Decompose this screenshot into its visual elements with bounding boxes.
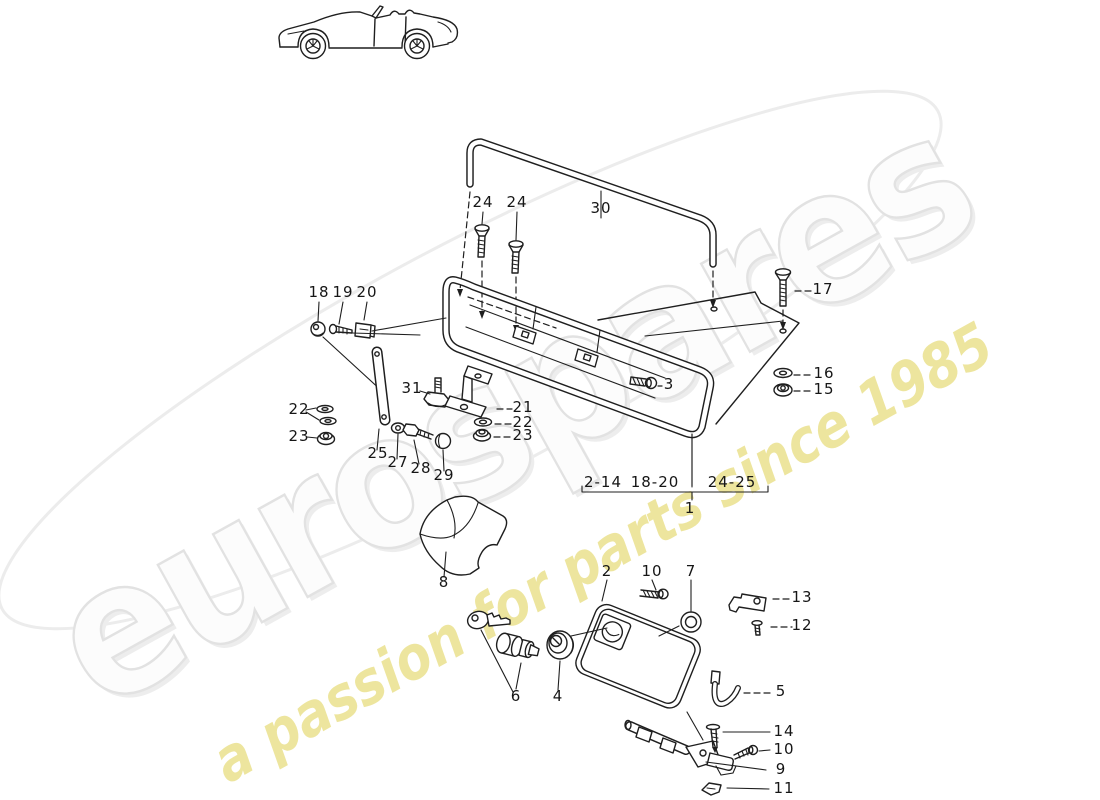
- clip-11: [701, 782, 722, 796]
- key-icon: [466, 610, 511, 630]
- part-label-22: 22: [512, 413, 533, 431]
- part-label-8: 8: [439, 573, 450, 591]
- bolt-31: [423, 377, 450, 408]
- car-icon: [278, 5, 459, 60]
- rear-panel-frame: [442, 276, 715, 439]
- part-label-5: 5: [776, 682, 787, 700]
- part-label-7: 7: [686, 562, 697, 580]
- washer-22-right: [473, 417, 493, 427]
- part-label-14: 14: [773, 722, 794, 740]
- roll-bar: [457, 138, 717, 308]
- screw-19: [328, 323, 353, 335]
- part-label-23: 23: [288, 427, 309, 445]
- part-label-29: 29: [433, 466, 454, 484]
- bolt-28: [402, 423, 434, 440]
- part-label-4: 4: [553, 687, 564, 705]
- part-label-24: 24: [506, 193, 527, 211]
- screw-12: [751, 620, 763, 636]
- part-label-18-20: 18-20: [631, 473, 680, 491]
- part-label-1: 1: [685, 499, 696, 517]
- leader-lid-latch: [686, 711, 704, 741]
- leader-7-lid: [658, 625, 680, 637]
- part-label-18: 18: [308, 283, 329, 301]
- part-label-31: 31: [401, 379, 422, 397]
- nut-23-right: [472, 428, 492, 442]
- screw-3: [629, 376, 658, 390]
- part-label-3: 3: [664, 375, 675, 393]
- part-label-11: 11: [773, 779, 794, 797]
- part-label-19: 19: [332, 283, 353, 301]
- part-label-13: 13: [791, 588, 812, 606]
- screw-14: [705, 723, 721, 753]
- part-label-20: 20: [356, 283, 377, 301]
- cap-nut-18: [310, 321, 326, 337]
- watermark: eurospares eurospares a passion for part…: [0, 72, 1009, 797]
- part-label-28: 28: [410, 459, 431, 477]
- part-label-15: 15: [813, 380, 834, 398]
- bracket-21: [444, 365, 493, 418]
- part-label-24-25: 24-25: [708, 473, 757, 491]
- nut-15: [773, 383, 793, 397]
- lock-4: [546, 630, 575, 660]
- leader-18-frame: [322, 336, 384, 393]
- part-label-27: 27: [387, 453, 408, 471]
- part-label-21: 21: [512, 398, 533, 416]
- nut-23-left: [316, 431, 336, 446]
- washers-22-left: [316, 404, 337, 426]
- lock-cylinder-6: [495, 632, 540, 659]
- leader-19-frame: [351, 332, 421, 336]
- bracket-13: [728, 593, 767, 613]
- cap-29: [434, 432, 452, 450]
- part-label-23: 23: [512, 426, 533, 444]
- grommet-7: [680, 611, 702, 633]
- screw-10-top: [639, 588, 669, 600]
- strap-25: [371, 346, 391, 426]
- part-label-10: 10: [773, 740, 794, 758]
- latch-assembly-9: [624, 719, 737, 776]
- part-label-16: 16: [813, 364, 834, 382]
- part-label-17: 17: [812, 280, 833, 298]
- leader-lines: [305, 190, 771, 790]
- clip-nut-20: [354, 322, 376, 339]
- swoosh-curve: [0, 89, 943, 631]
- part-label-2: 2: [602, 562, 613, 580]
- trim-panel-8: [419, 495, 508, 576]
- part-label-30: 30: [590, 199, 611, 217]
- screw-10-bottom: [733, 744, 759, 760]
- part-label-22: 22: [288, 400, 309, 418]
- part-label-25: 25: [367, 444, 388, 462]
- part-label-12: 12: [791, 616, 812, 634]
- part-label-2-14: 2-14: [584, 473, 622, 491]
- hook-5: [710, 670, 741, 707]
- leader-20-frame: [371, 317, 447, 332]
- part-label-9: 9: [776, 760, 787, 778]
- washer-16: [773, 367, 793, 379]
- part-label-6: 6: [511, 687, 522, 705]
- part-label-24: 24: [472, 193, 493, 211]
- part-label-10: 10: [641, 562, 662, 580]
- washer-27: [390, 422, 406, 434]
- dashed-leader-lines: [493, 290, 813, 694]
- group-bracket: [581, 433, 769, 501]
